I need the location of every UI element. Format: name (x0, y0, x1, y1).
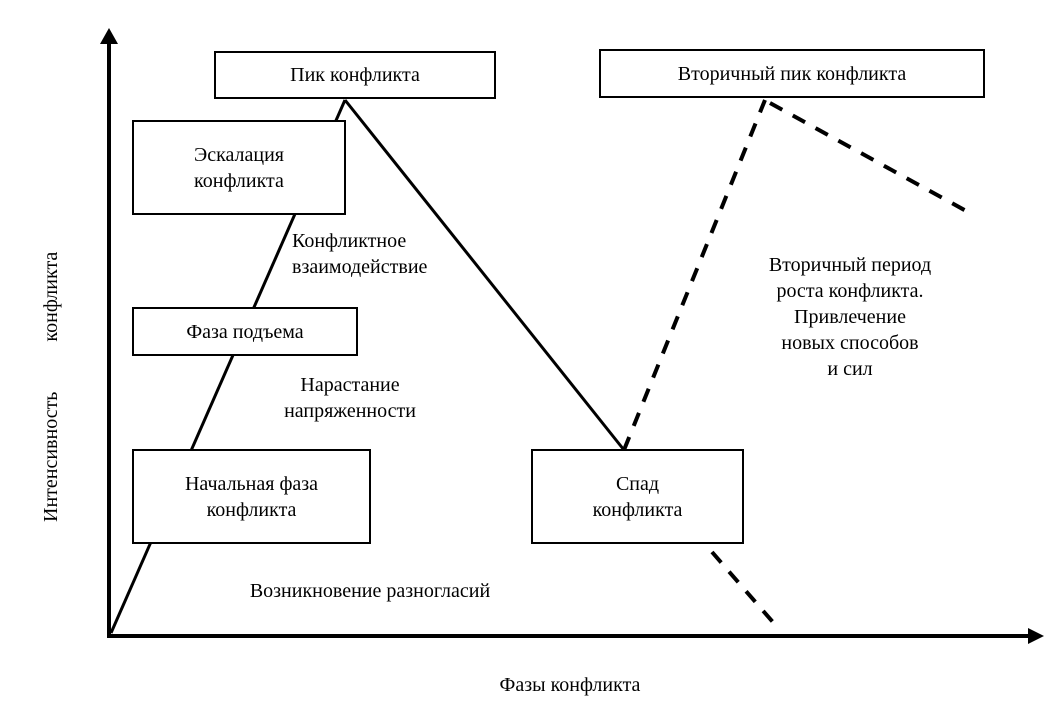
x-axis-label: Фазы конфликта (499, 674, 641, 696)
box-initial-phase: Начальная фаза конфликта (132, 449, 371, 544)
decline-continuation-dashed-line (710, 550, 780, 630)
label-tension-growth: Нарастание напряженности (284, 374, 416, 422)
label-conflict-interaction: Конфликтное взаимодействие (292, 230, 428, 278)
y-axis-arrow-icon (100, 28, 118, 44)
secondary-rise-dashed-line (622, 99, 767, 451)
box-rise-phase: Фаза подъема (132, 307, 358, 356)
box-peak: Пик конфликта (214, 51, 496, 99)
label-secondary-growth: Вторичный период роста конфликта. Привле… (768, 254, 932, 380)
box-secondary-peak: Вторичный пик конфликта (599, 49, 985, 98)
box-decline: Спад конфликта (531, 449, 744, 544)
y-axis-label: Интенсивность конфликта (40, 252, 63, 522)
y-axis-label-part2: конфликта (40, 251, 62, 342)
label-disagreement-origin: Возникновение разногласий (249, 580, 491, 602)
decline-line (343, 99, 626, 451)
secondary-decline-dashed-line (769, 101, 969, 214)
y-axis-label-part1: Интенсивность (40, 391, 62, 522)
box-escalation: Эскалация конфликта (132, 120, 346, 215)
x-axis-arrow-icon (1028, 628, 1044, 644)
